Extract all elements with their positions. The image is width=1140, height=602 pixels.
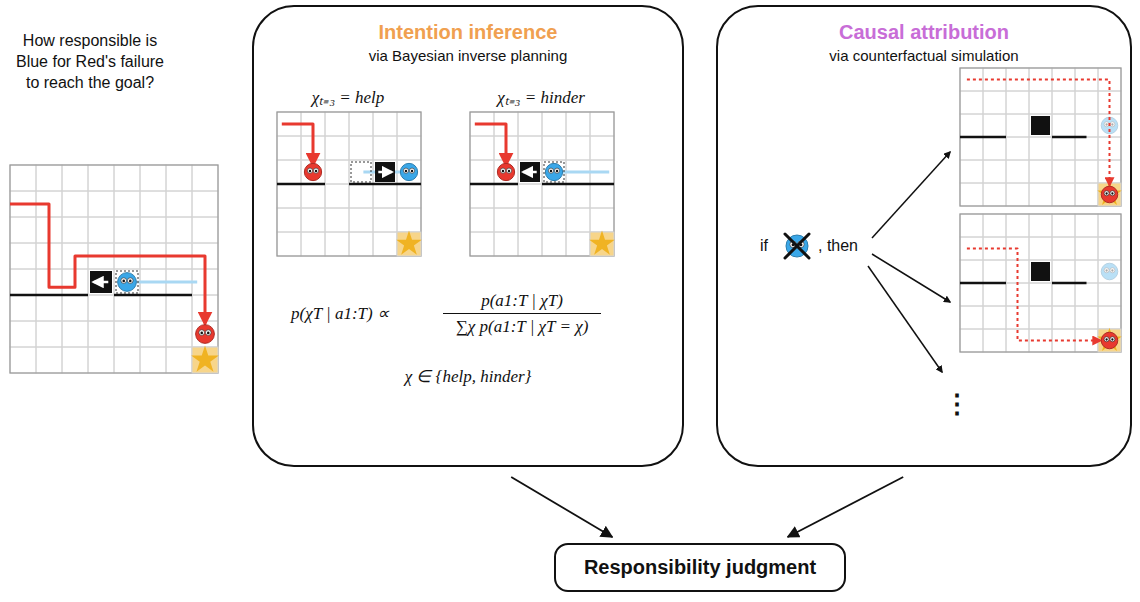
gridworld: [960, 214, 1122, 352]
panel-title: Intention inference: [254, 21, 682, 44]
intention-label: χₜ₌₃ = hinder: [497, 85, 585, 108]
agent: [545, 163, 562, 180]
fraction-bar: [443, 313, 601, 314]
agent: [118, 273, 137, 292]
method-panel: Causal attribution via counterfactual sim…: [716, 5, 1132, 467]
agent: [400, 163, 417, 180]
formula-domain: χ ∈ {help, hinder}: [405, 366, 532, 387]
agent: [196, 325, 215, 344]
condition-text: if: [760, 237, 768, 255]
branch-arrow: [872, 254, 950, 302]
agent: [1101, 332, 1118, 349]
removed-agent-icon: [785, 234, 809, 258]
formula-numerator: p(a1:T | χT): [481, 291, 563, 311]
gridworld: [960, 68, 1122, 206]
formula-denominator: ∑χ p(a1:T | χT = χ): [456, 317, 589, 337]
panel-subtitle: via Bayesian inverse planning: [254, 47, 682, 64]
flow-arrow: [511, 477, 612, 537]
agent: [1101, 263, 1118, 280]
panel-title: Responsibility judgment: [584, 556, 816, 579]
intention-label: χₜ₌₃ = help: [312, 85, 385, 108]
output-box: Responsibility judgment: [554, 543, 846, 592]
ellipsis: ⋮: [944, 389, 970, 420]
panel-subtitle: via counterfactual simulation: [718, 47, 1130, 64]
formula-lhs: p(χT | a1:T) ∝: [291, 303, 389, 324]
agent: [304, 163, 321, 180]
panel-title: Causal attribution: [718, 21, 1130, 44]
agent: [786, 235, 808, 257]
question-text: How responsible is Blue for Red's failur…: [10, 31, 170, 93]
method-panel: Intention inference via Bayesian inverse …: [252, 5, 684, 467]
condition-text: , then: [818, 237, 858, 255]
gridworld: [470, 112, 615, 256]
agent: [1101, 186, 1118, 203]
branch-arrow: [868, 266, 942, 372]
branch-arrow: [872, 152, 950, 238]
agent: [497, 163, 514, 180]
gridworld: [277, 112, 422, 256]
gridworld: [10, 165, 219, 373]
flow-arrow: [788, 477, 904, 537]
